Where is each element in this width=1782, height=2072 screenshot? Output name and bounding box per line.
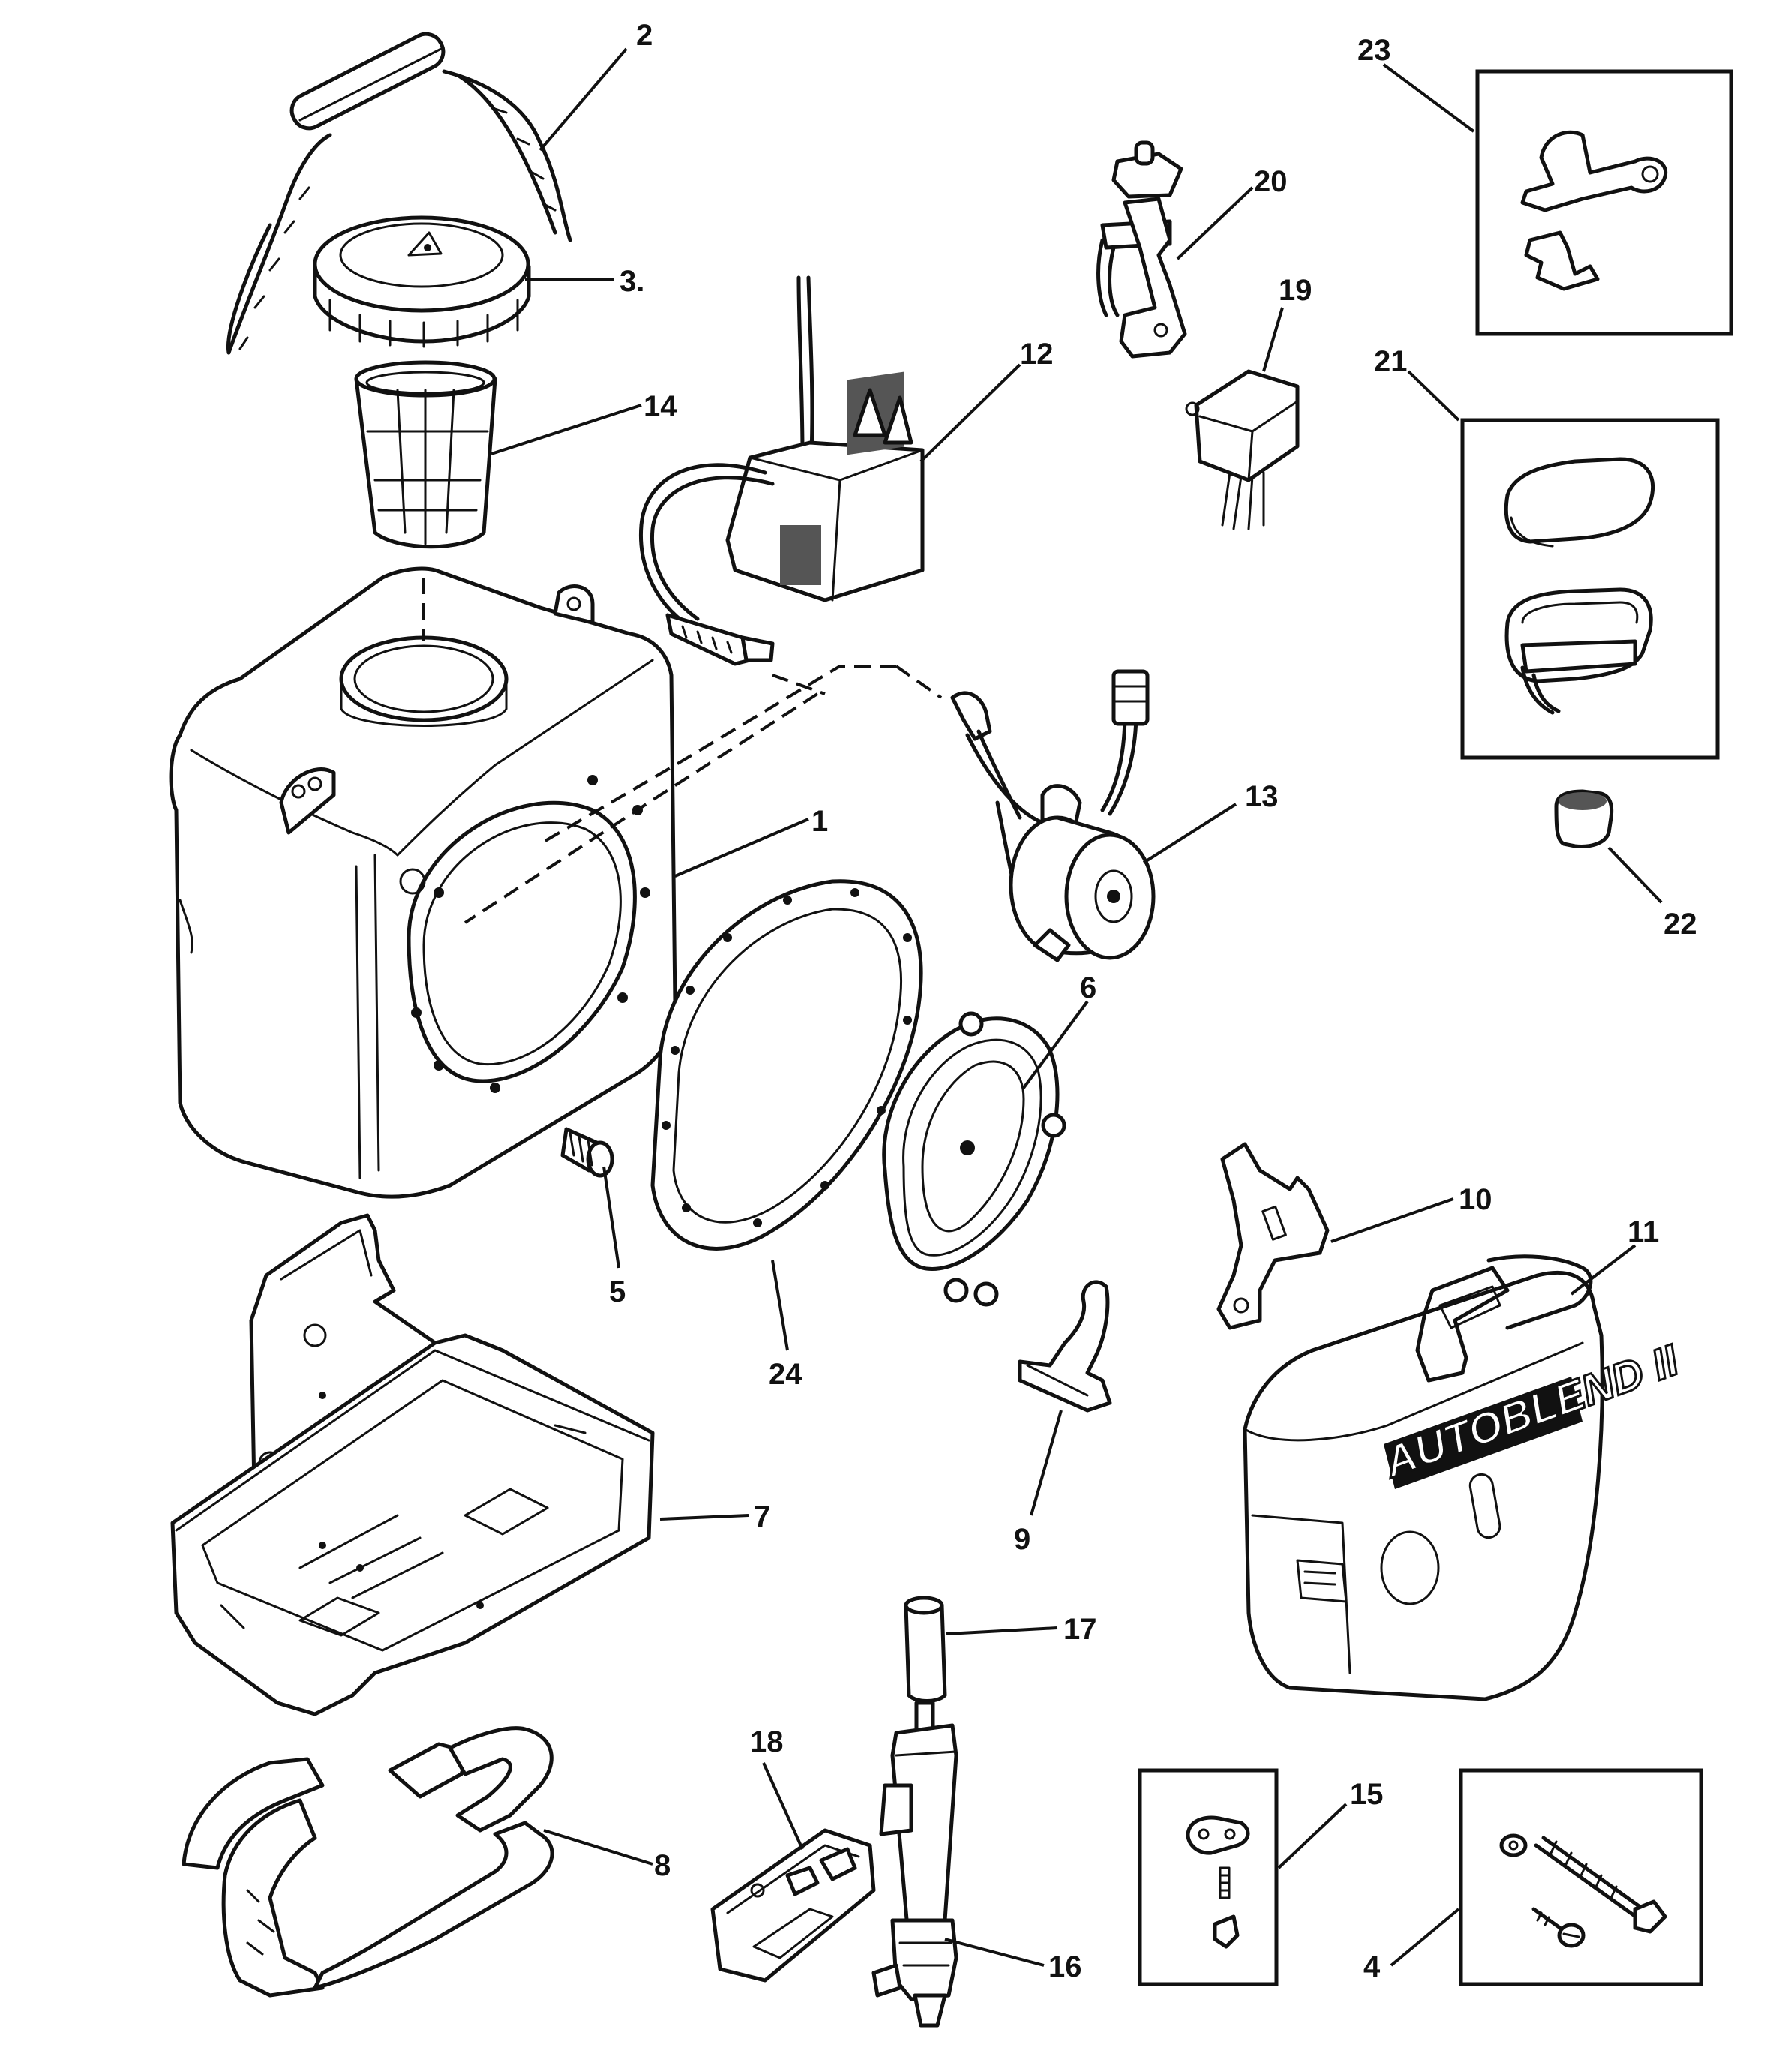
label-part-8: 8 [654,1849,670,1882]
label-part-21: 21 [1374,345,1408,378]
label-part-22: 22 [1664,908,1697,941]
dashed-connector-lines [422,578,943,924]
part-11-cover: AUTOBLEND II [1243,1254,1687,1701]
part-14-filler-screen [354,360,497,549]
label-part-17: 17 [1064,1613,1097,1646]
label-part-18: 18 [750,1725,784,1758]
label-part-2: 2 [636,19,652,52]
part-24-gasket [650,879,923,1251]
part-5-screw [560,1127,614,1178]
part-8-hold-down-strap [182,1726,554,1998]
part-9-clip [1018,1280,1112,1413]
label-part-24: 24 [769,1358,802,1391]
part-1-oil-tank [169,566,677,1199]
label-part-12: 12 [1020,338,1054,371]
part-17-sleeve [904,1596,947,1703]
part-7-tank-tray [170,1213,655,1716]
part-20-switch-bracket [1096,140,1187,359]
label-part-15: 15 [1350,1778,1384,1811]
part-23-bracket-kit [1475,69,1733,336]
label-part-4: 4 [1364,1950,1381,1983]
label-part-14: 14 [644,390,677,423]
part-22-plug [1554,789,1614,848]
label-part-20: 20 [1254,165,1288,198]
label-part-9: 9 [1014,1523,1030,1556]
part-15-retainer-kit [1138,1768,1279,1986]
leader-lines [490,47,1663,1967]
part-3-filler-cap [313,215,531,348]
part-2-tether-strap [226,32,572,355]
part-16-outlet-fitting [872,1701,958,2028]
label-part-5: 5 [609,1275,626,1308]
part-21-warning-light-kit [1460,418,1720,760]
part-4-screw-washer-kit [1459,1768,1703,1986]
label-part-23: 23 [1358,34,1391,67]
part-12-sender-unit [638,275,925,666]
label-part-13: 13 [1245,780,1279,813]
part-19-relay [1185,369,1300,530]
part-13-pump-motor [950,669,1156,962]
part-labels: 2 3. 14 12 20 19 23 21 1 13 22 6 5 24 10… [609,19,1697,1983]
label-part-19: 19 [1279,274,1312,307]
part-6-pump-diaphragm [882,1011,1066,1307]
part-10-bracket [1216,1142,1330,1330]
part-18-retainer-plate [710,1828,876,1983]
label-part-6: 6 [1080,971,1096,1004]
label-part-10: 10 [1459,1183,1492,1216]
label-part-7: 7 [754,1500,770,1533]
label-part-3: 3. [620,265,644,298]
label-part-11: 11 [1628,1215,1659,1248]
label-part-16: 16 [1048,1950,1082,1983]
label-part-1: 1 [812,805,828,838]
